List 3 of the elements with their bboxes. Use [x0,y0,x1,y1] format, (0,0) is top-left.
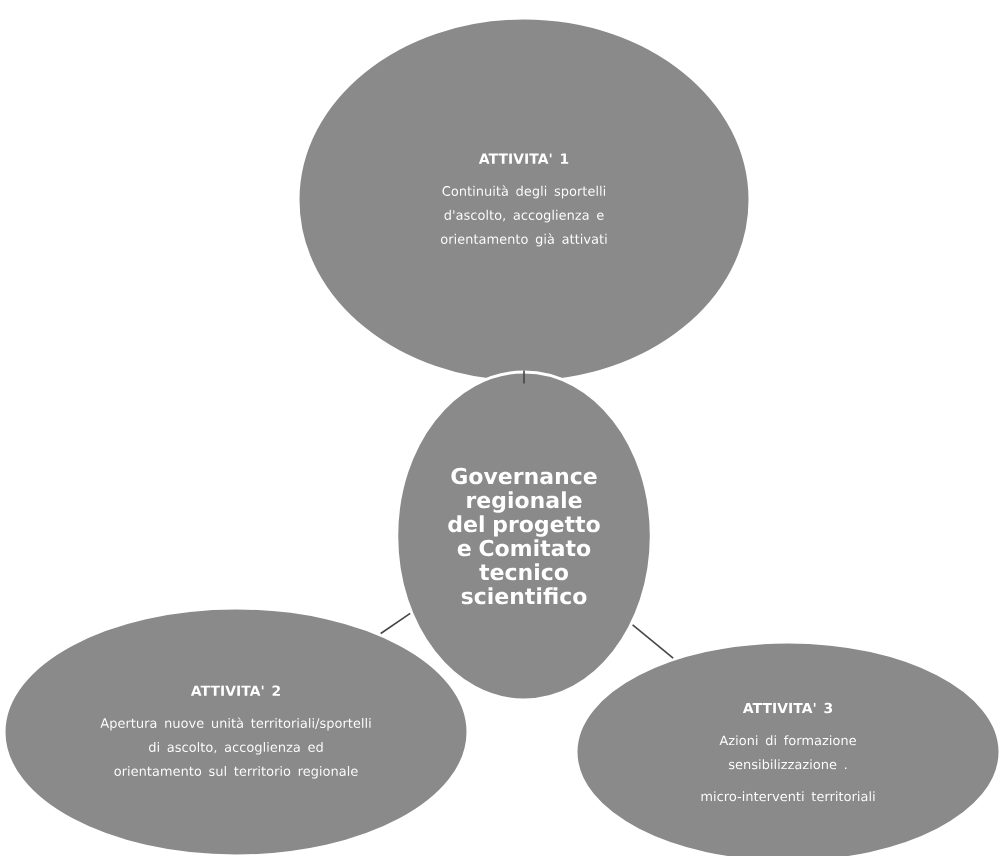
connector-line [379,612,411,635]
connector-line [523,369,525,385]
connector-line [631,624,674,659]
